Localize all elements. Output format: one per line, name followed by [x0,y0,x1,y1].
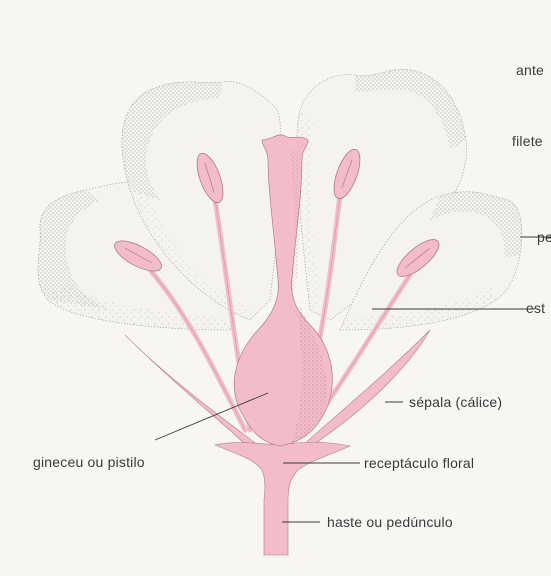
label-gineceu: gineceu ou pistilo [33,454,145,470]
receptacle-and-stem [215,442,350,555]
label-receptaculo: receptáculo floral [364,455,474,471]
receptacle [215,442,350,555]
label-antera: ante [516,62,544,78]
label-haste: haste ou pedúnculo [327,514,453,530]
label-petala: pe [537,229,551,245]
label-filete: filete [512,133,543,149]
label-estame: est [526,300,545,316]
label-sepala: sépala (cálice) [409,394,502,410]
